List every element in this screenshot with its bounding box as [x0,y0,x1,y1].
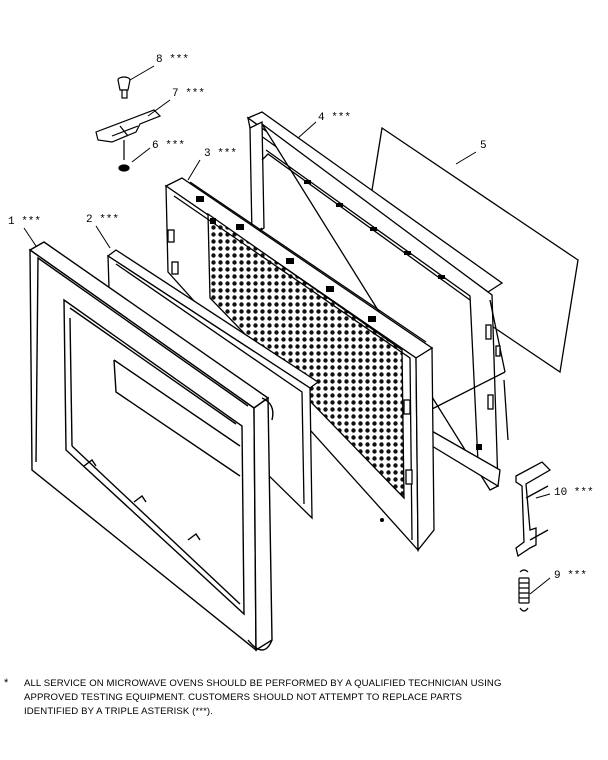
callout-part-10: 10 *** [554,487,594,499]
service-note-line-2: APPROVED TESTING EQUIPMENT. CUSTOMERS SH… [24,692,463,703]
part-4-door-frame [246,111,509,491]
callout-part-5: 5 [480,140,487,152]
part-6-nut [118,164,130,172]
part-10-hook-bracket [515,461,552,558]
callout-part-4: 4 *** [318,112,352,124]
service-note-line-1: ALL SERVICE ON MICROWAVE OVENS SHOULD BE… [24,678,502,689]
callout-part-8: 8 *** [156,54,190,66]
callout-part-9: 9 *** [554,570,588,582]
callout-part-7: 7 *** [172,88,206,100]
service-note: ALL SERVICE ON MICROWAVE OVENS SHOULD BE… [24,677,608,719]
service-note-line-3: IDENTIFIED BY A TRIPLE ASTERISK (***). [24,706,213,717]
callout-part-6: 6 *** [152,140,186,152]
callout-part-1: 1 *** [8,216,42,228]
part-1-outer-door [28,241,274,652]
leader-lines [23,65,551,595]
part-8-screw [117,76,131,99]
callout-part-2: 2 *** [86,214,120,226]
callout-part-3: 3 *** [204,148,238,160]
part-3-mesh-door-panel [164,177,435,552]
part-9-spring [518,569,530,612]
note-asterisk: * [4,677,9,689]
part-7-bracket-plate [95,109,162,160]
